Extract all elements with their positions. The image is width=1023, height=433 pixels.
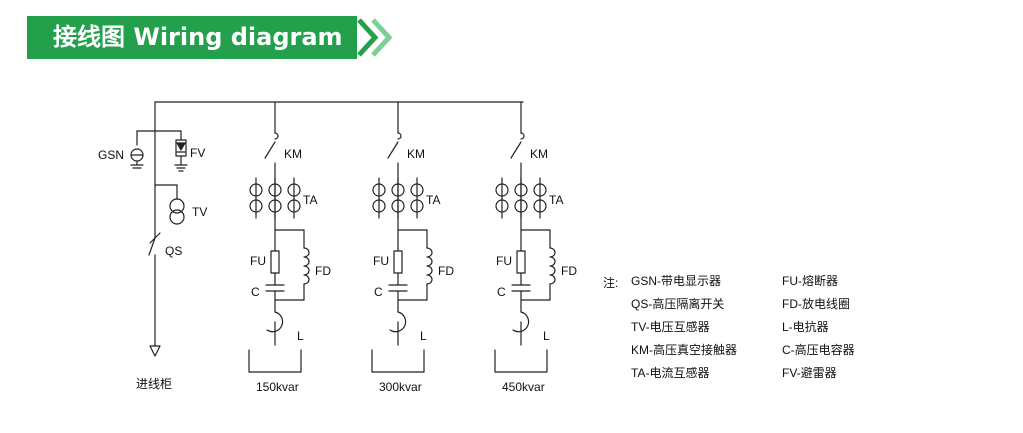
gsn-label: GSN	[98, 148, 124, 162]
branch-l-label: L	[543, 329, 550, 343]
ta-coil	[533, 183, 547, 197]
ta-coil	[249, 183, 263, 197]
branch-capacity-label: 450kvar	[502, 380, 545, 394]
ta-coil	[495, 199, 509, 213]
double-chevron-icon	[357, 18, 393, 57]
legend-item: TV-电压互感器	[631, 320, 710, 334]
branch-capacity-label: 300kvar	[379, 380, 422, 394]
discharge-coil	[549, 247, 556, 285]
ta-coil	[287, 199, 301, 213]
legend-item: QS-高压隔离开关	[631, 297, 725, 311]
capacitor-bank-frame	[494, 349, 548, 373]
capacitor-bank-frame	[248, 349, 302, 373]
capacitor-branch	[248, 101, 310, 373]
fuse	[393, 250, 403, 274]
capacitor-bank-frame	[371, 349, 425, 373]
branch-km-label: KM	[284, 147, 302, 161]
legend-item: C-高压电容器	[782, 343, 855, 357]
incoming-cabinet	[130, 101, 188, 357]
branch-fu-label: FU	[373, 254, 389, 268]
branch-c-label: C	[374, 285, 383, 299]
legend-left-column: GSN-带电显示器 QS-高压隔离开关 TV-电压互感器 KM-高压真空接触器 …	[631, 274, 737, 389]
ta-coil	[391, 199, 405, 213]
branch-km-label: KM	[530, 147, 548, 161]
capacitor-branch	[371, 101, 433, 373]
fuse	[270, 250, 280, 274]
fuse	[516, 250, 526, 274]
legend-note: 注:	[603, 276, 619, 290]
branch-l-label: L	[297, 329, 304, 343]
branch-l-label: L	[420, 329, 427, 343]
ta-coil	[391, 183, 405, 197]
cabinet-label: 进线柜	[136, 377, 172, 391]
ta-coil	[533, 199, 547, 213]
ta-coil	[372, 199, 386, 213]
ta-coil	[514, 199, 528, 213]
ta-coil	[495, 183, 509, 197]
ta-coil	[287, 183, 301, 197]
discharge-coil	[303, 247, 310, 285]
legend-item: KM-高压真空接触器	[631, 343, 737, 357]
branch-fd-label: FD	[315, 264, 331, 278]
branch-km-label: KM	[407, 147, 425, 161]
qs-label: QS	[165, 244, 182, 258]
fv-label: FV	[190, 146, 205, 160]
reactor	[389, 311, 407, 333]
legend-item: GSN-带电显示器	[631, 274, 722, 288]
branch-fd-label: FD	[561, 264, 577, 278]
branch-c-label: C	[251, 285, 260, 299]
branch-ta-label: TA	[549, 193, 563, 207]
legend-item: TA-电流互感器	[631, 366, 710, 380]
legend-item: FV-避雷器	[782, 366, 837, 380]
legend-item: L-电抗器	[782, 320, 829, 334]
ta-coil	[410, 199, 424, 213]
legend-item: FU-熔断器	[782, 274, 838, 288]
reactor	[512, 311, 530, 333]
branch-c-label: C	[497, 285, 506, 299]
tv-label: TV	[192, 205, 207, 219]
ta-coil	[249, 199, 263, 213]
ta-coil	[372, 183, 386, 197]
ta-coil	[268, 183, 282, 197]
branch-fd-label: FD	[438, 264, 454, 278]
ta-coil	[410, 183, 424, 197]
ta-coil	[514, 183, 528, 197]
reactor	[266, 311, 284, 333]
branch-fu-label: FU	[496, 254, 512, 268]
capacitor-branch	[494, 101, 556, 373]
header-title: 接线图 Wiring diagram	[27, 16, 357, 59]
legend-item: FD-放电线圈	[782, 297, 850, 311]
branch-fu-label: FU	[250, 254, 266, 268]
ta-coil	[268, 199, 282, 213]
branch-ta-label: TA	[426, 193, 440, 207]
discharge-coil	[426, 247, 433, 285]
branch-ta-label: TA	[303, 193, 317, 207]
branch-capacity-label: 150kvar	[256, 380, 299, 394]
legend-right-column: FU-熔断器 FD-放电线圈 L-电抗器 C-高压电容器 FV-避雷器	[782, 274, 855, 389]
